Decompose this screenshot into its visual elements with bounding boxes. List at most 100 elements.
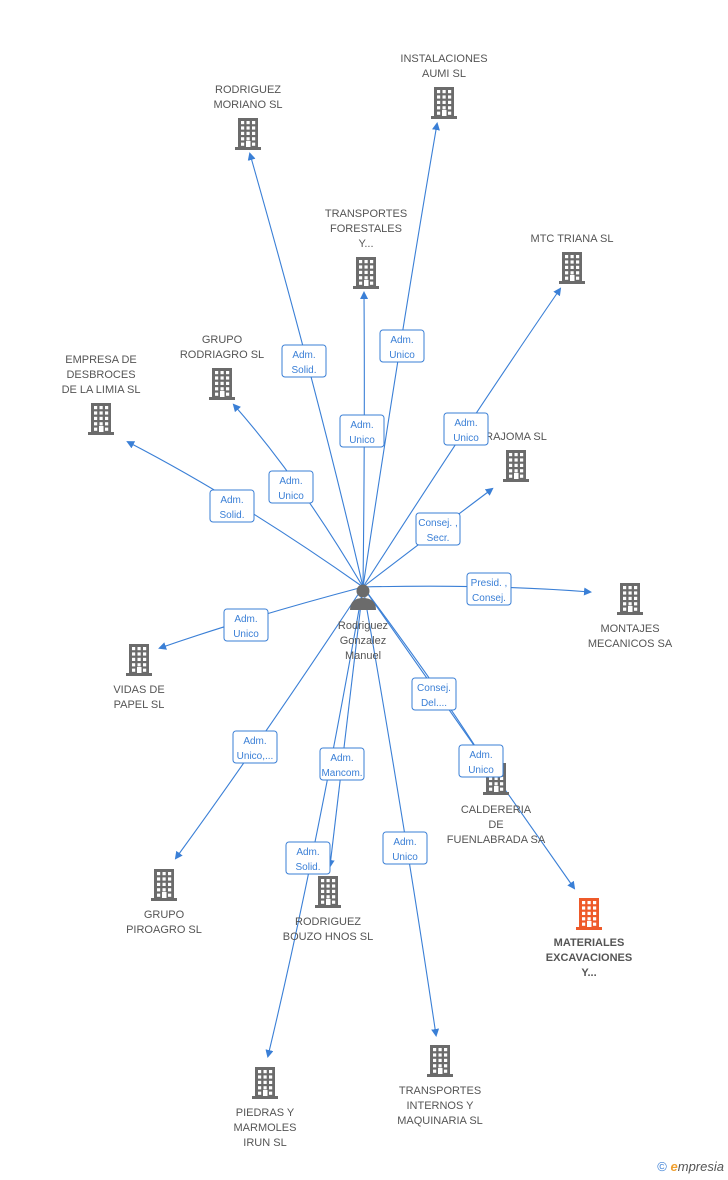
building-icon [427, 1045, 453, 1077]
company-name: MATERIALES [554, 937, 625, 949]
company-node-rodriguez-moriano[interactable]: RODRIGUEZ MORIANO SL [213, 84, 283, 150]
edge-role-text: Unico [349, 435, 375, 446]
company-name: GRUPO [202, 334, 243, 346]
company-node-piedras-marmoles[interactable]: PIEDRAS Y MARMOLES IRUN SL [234, 1067, 297, 1149]
building-icon [503, 450, 529, 482]
edge-label-rodriguez-moriano[interactable]: Adm. Solid. [281, 344, 327, 378]
company-name: IRUN SL [243, 1137, 286, 1149]
edge-role-text: Adm. [454, 418, 477, 429]
edge-line-rodriguez-bouzo [326, 586, 364, 868]
edge-role-text: Adm. [350, 420, 373, 431]
edge-role-text: Consej. [417, 683, 451, 694]
edge-role-text: Adm. [279, 476, 302, 487]
company-node-montajes-mecanicos[interactable]: MONTAJES MECANICOS SA [588, 583, 673, 650]
edge-line-grupo-piroagro [174, 586, 364, 860]
building-icon [559, 252, 585, 284]
company-name: PIROAGRO SL [126, 924, 202, 936]
building-icon [431, 87, 457, 119]
edge-role-text: Consej. [472, 593, 506, 604]
company-node-transportes-forestales[interactable]: TRANSPORTESFORESTALESY... [325, 208, 407, 289]
company-name: MECANICOS SA [588, 638, 673, 650]
edge-role-text: Solid. [295, 862, 320, 873]
edge-line-piedras-marmoles [265, 586, 364, 1058]
edge-role-text: Unico [453, 433, 479, 444]
edge-label-rodriguez-bouzo[interactable]: Adm.Mancom. [319, 747, 365, 781]
company-name: MORIANO SL [213, 99, 282, 111]
edge-label-grupo-piroagro[interactable]: Adm.Unico,... [232, 730, 278, 764]
company-name: RODRIAGRO SL [180, 349, 264, 361]
edge-label-vidas-de-papel[interactable]: Adm.Unico [223, 608, 269, 642]
company-name: MAQUINARIA SL [397, 1115, 483, 1127]
building-icon [126, 644, 152, 676]
company-node-rajoma[interactable]: RAJOMA SL [485, 431, 547, 482]
edge-role-text: Secr. [427, 533, 450, 544]
company-name: RODRIGUEZ [295, 916, 361, 928]
edge-label-transportes-internos[interactable]: Adm. Unico [382, 831, 428, 865]
company-name: PAPEL SL [114, 699, 165, 711]
company-name: RODRIGUEZ [215, 84, 281, 96]
company-name: EXCAVACIONES [546, 952, 632, 964]
edge-label-instalaciones-aumi[interactable]: Adm.Unico [379, 329, 425, 363]
person-name: Gonzalez [340, 635, 386, 647]
company-node-empresa-desbroces[interactable]: EMPRESA DE DESBROCES DE LA LIMIA SL [62, 354, 141, 435]
company-name: MARMOLES [234, 1122, 297, 1134]
edge-label-empresa-desbroces[interactable]: Adm.Solid. [209, 489, 255, 523]
building-icon [235, 118, 261, 150]
edge-role-text: Unico [468, 765, 494, 776]
building-icon [617, 583, 643, 615]
edge-line-transportes-internos [362, 586, 440, 1037]
edge-role-text: Adm. [292, 350, 315, 361]
edge-role-text: Unico [278, 491, 304, 502]
building-icon [576, 898, 602, 930]
edge-role-text: Unico [392, 852, 418, 863]
company-name: GRUPO [144, 909, 185, 921]
company-name: DE LA LIMIA SL [62, 384, 141, 396]
edge-role-text: Adm. [234, 614, 257, 625]
company-node-grupo-rodriagro[interactable]: GRUPO RODRIAGRO SL [180, 334, 264, 400]
person-icon [350, 584, 376, 610]
company-name: PIEDRAS Y [236, 1107, 295, 1119]
company-name: RAJOMA SL [485, 431, 547, 443]
edge-label-mtc-triana[interactable]: Adm. Unico [443, 412, 489, 446]
building-icon [353, 257, 379, 289]
edge-role-text: Adm. [243, 736, 266, 747]
edge-label-materiales-excavaciones[interactable]: Adm. Unico [458, 744, 504, 778]
company-name: Y... [358, 238, 373, 250]
company-node-grupo-piroagro[interactable]: GRUPO PIROAGRO SL [126, 869, 202, 936]
footer-brand[interactable]: © empresia [657, 1159, 724, 1174]
company-node-mtc-triana[interactable]: MTC TRIANA SL [531, 233, 614, 284]
edge-line-rodriguez-moriano [247, 152, 364, 588]
building-icon [315, 876, 341, 908]
company-name: DESBROCES [66, 369, 135, 381]
building-icon [209, 368, 235, 400]
company-name: AUMI SL [422, 68, 466, 80]
company-node-materiales-excavaciones[interactable]: MATERIALES EXCAVACIONES Y... [546, 898, 632, 979]
company-name: EMPRESA DE [65, 354, 137, 366]
edge-label-caldereria[interactable]: Consej.Del.... [411, 677, 457, 711]
edge-role-text: Solid. [291, 365, 316, 376]
company-name: Y... [581, 967, 596, 979]
company-name: TRANSPORTES [399, 1085, 481, 1097]
person-name: Manuel [345, 650, 381, 662]
company-name: MONTAJES [600, 623, 659, 635]
edge-role-text: Adm. [393, 837, 416, 848]
building-icon [252, 1067, 278, 1099]
edge-role-text: Adm. [220, 495, 243, 506]
edge-label-transportes-forestales[interactable]: Adm. Unico [339, 414, 385, 448]
edge-label-montajes-mecanicos[interactable]: Presid. , Consej. [466, 572, 512, 606]
edge-role-text: Adm. [390, 335, 413, 346]
brand-initial: e [670, 1159, 678, 1174]
edge-role-text: Presid. , [471, 578, 508, 589]
edge-label-rajoma[interactable]: Consej. ,Secr. [415, 512, 461, 546]
edge-label-grupo-rodriagro[interactable]: Adm. Unico [268, 470, 314, 504]
edge-label-piedras-marmoles[interactable]: Adm.Solid. [285, 841, 331, 875]
edge-role-text: Adm. [469, 750, 492, 761]
edge-role-text: Mancom. [321, 768, 362, 779]
